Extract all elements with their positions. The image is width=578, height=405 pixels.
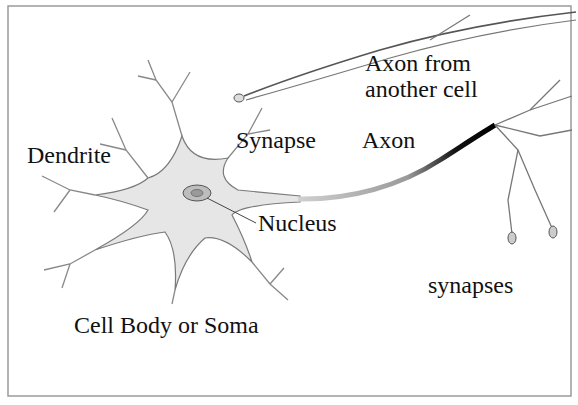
other-axon-branch — [430, 15, 470, 40]
part-label: synapses — [428, 272, 558, 298]
part-label: Axon from another cell — [365, 50, 515, 102]
axon-terminals — [495, 80, 572, 234]
axon — [298, 125, 495, 199]
frame — [8, 6, 571, 396]
part-label: Dendrite — [27, 142, 157, 168]
synapse-bulb — [549, 226, 557, 238]
synapse-bulb — [508, 232, 516, 244]
synapse-bulb — [234, 94, 244, 102]
nucleus — [183, 185, 211, 201]
nucleolus — [191, 190, 203, 197]
part-label: Axon — [362, 127, 442, 153]
part-label: Cell Body or Soma — [74, 312, 354, 338]
part-label: Synapse — [236, 127, 346, 153]
leader-line — [207, 198, 256, 223]
part-label: Nucleus — [258, 210, 368, 236]
